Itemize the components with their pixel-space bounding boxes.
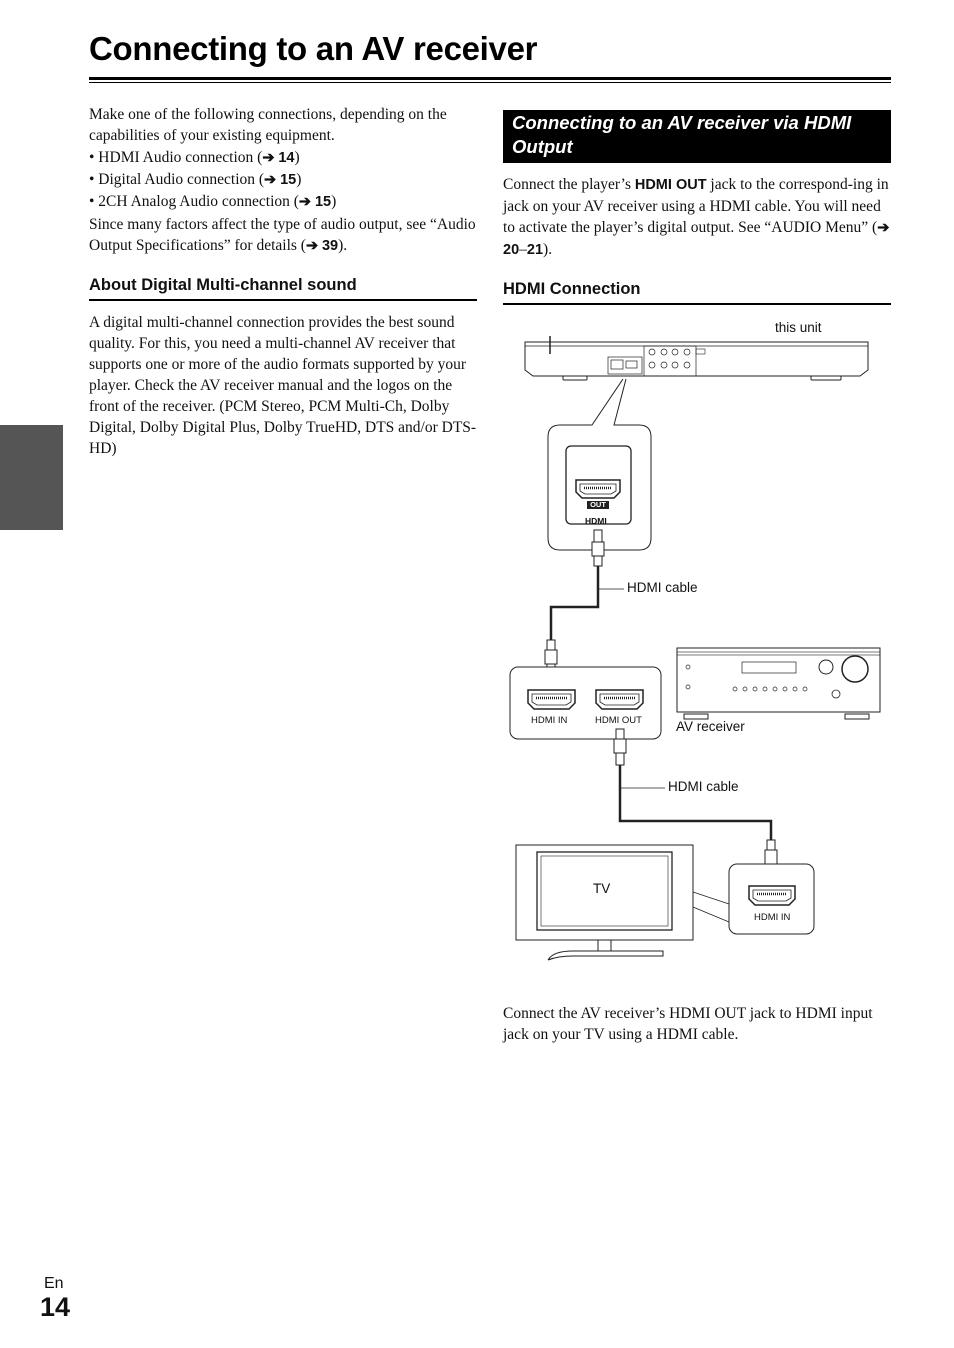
arrow-icon: ➔ bbox=[305, 238, 319, 254]
tv-hdmi-in-label: HDMI IN bbox=[754, 912, 791, 923]
page-ref[interactable]: 21 bbox=[526, 242, 544, 258]
bullet-digital-audio: • Digital Audio connection (➔ 15) bbox=[89, 171, 302, 188]
language-tag: En bbox=[44, 1275, 64, 1292]
tv-set bbox=[515, 844, 815, 961]
bullet-hdmi-audio: • HDMI Audio connection (➔ 14) bbox=[89, 149, 300, 166]
receiver-jacks-panel bbox=[509, 666, 662, 740]
av-receiver bbox=[676, 647, 881, 720]
page-ref[interactable]: 14 bbox=[278, 150, 295, 166]
page-ref[interactable]: 15 bbox=[314, 194, 332, 210]
digital-text: A digital multi-channel connection provi… bbox=[89, 314, 477, 457]
arrow-icon: ➔ bbox=[298, 194, 312, 210]
intro-note: Since many factors affect the type of au… bbox=[89, 216, 476, 254]
page-ref[interactable]: 15 bbox=[280, 172, 297, 188]
arrow-icon: ➔ bbox=[877, 220, 890, 236]
out-tag: OUT bbox=[590, 500, 606, 509]
section-heading-digital: About Digital Multi-channel sound bbox=[89, 276, 477, 301]
hdmi-connection-diagram: this unit OUT HDMI HDMI cable HDMI IN HD… bbox=[503, 310, 891, 980]
section-heading-hdmi-connection: HDMI Connection bbox=[503, 280, 891, 305]
chapter-tab bbox=[0, 425, 63, 530]
hdmi-cable-label: HDMI cable bbox=[627, 580, 698, 595]
left-column: Make one of the following connections, d… bbox=[89, 104, 477, 459]
receiver-hdmi-in-label: HDMI IN bbox=[531, 715, 568, 726]
player-unit bbox=[524, 336, 869, 381]
receiver-hdmi-out-label: HDMI OUT bbox=[595, 715, 642, 726]
av-receiver-label: AV receiver bbox=[676, 719, 745, 734]
page-ref[interactable]: 20 bbox=[503, 242, 520, 258]
hdmi-tag: HDMI bbox=[585, 516, 607, 526]
arrow-icon: ➔ bbox=[264, 172, 277, 188]
page-title: Connecting to an AV receiver bbox=[89, 30, 538, 67]
diagram-drawing bbox=[509, 336, 881, 961]
hdmi-text: Connect the player’s HDMI OUT jack to th… bbox=[503, 176, 890, 258]
title-rule-thin bbox=[89, 82, 891, 83]
intro-text: Make one of the following connections, d… bbox=[89, 106, 447, 144]
tv-label: TV bbox=[593, 881, 611, 896]
page-ref[interactable]: 39 bbox=[321, 238, 339, 254]
bullet-analog-audio: • 2CH Analog Audio connection (➔ 15) bbox=[89, 193, 337, 210]
section-banner-hdmi: Connecting to an AV receiver via HDMI Ou… bbox=[503, 110, 891, 163]
arrow-icon: ➔ bbox=[262, 150, 275, 166]
footer-paragraph: Connect the AV receiver’s HDMI OUT jack … bbox=[503, 1005, 873, 1043]
hdmi-port-icon bbox=[575, 479, 621, 499]
title-rule bbox=[89, 77, 891, 80]
page-number: 14 bbox=[40, 1292, 71, 1322]
hdmi-cable-label: HDMI cable bbox=[668, 779, 739, 794]
this-unit-label: this unit bbox=[775, 320, 822, 335]
right-column: Connecting to an AV receiver via HDMI Ou… bbox=[503, 110, 891, 305]
